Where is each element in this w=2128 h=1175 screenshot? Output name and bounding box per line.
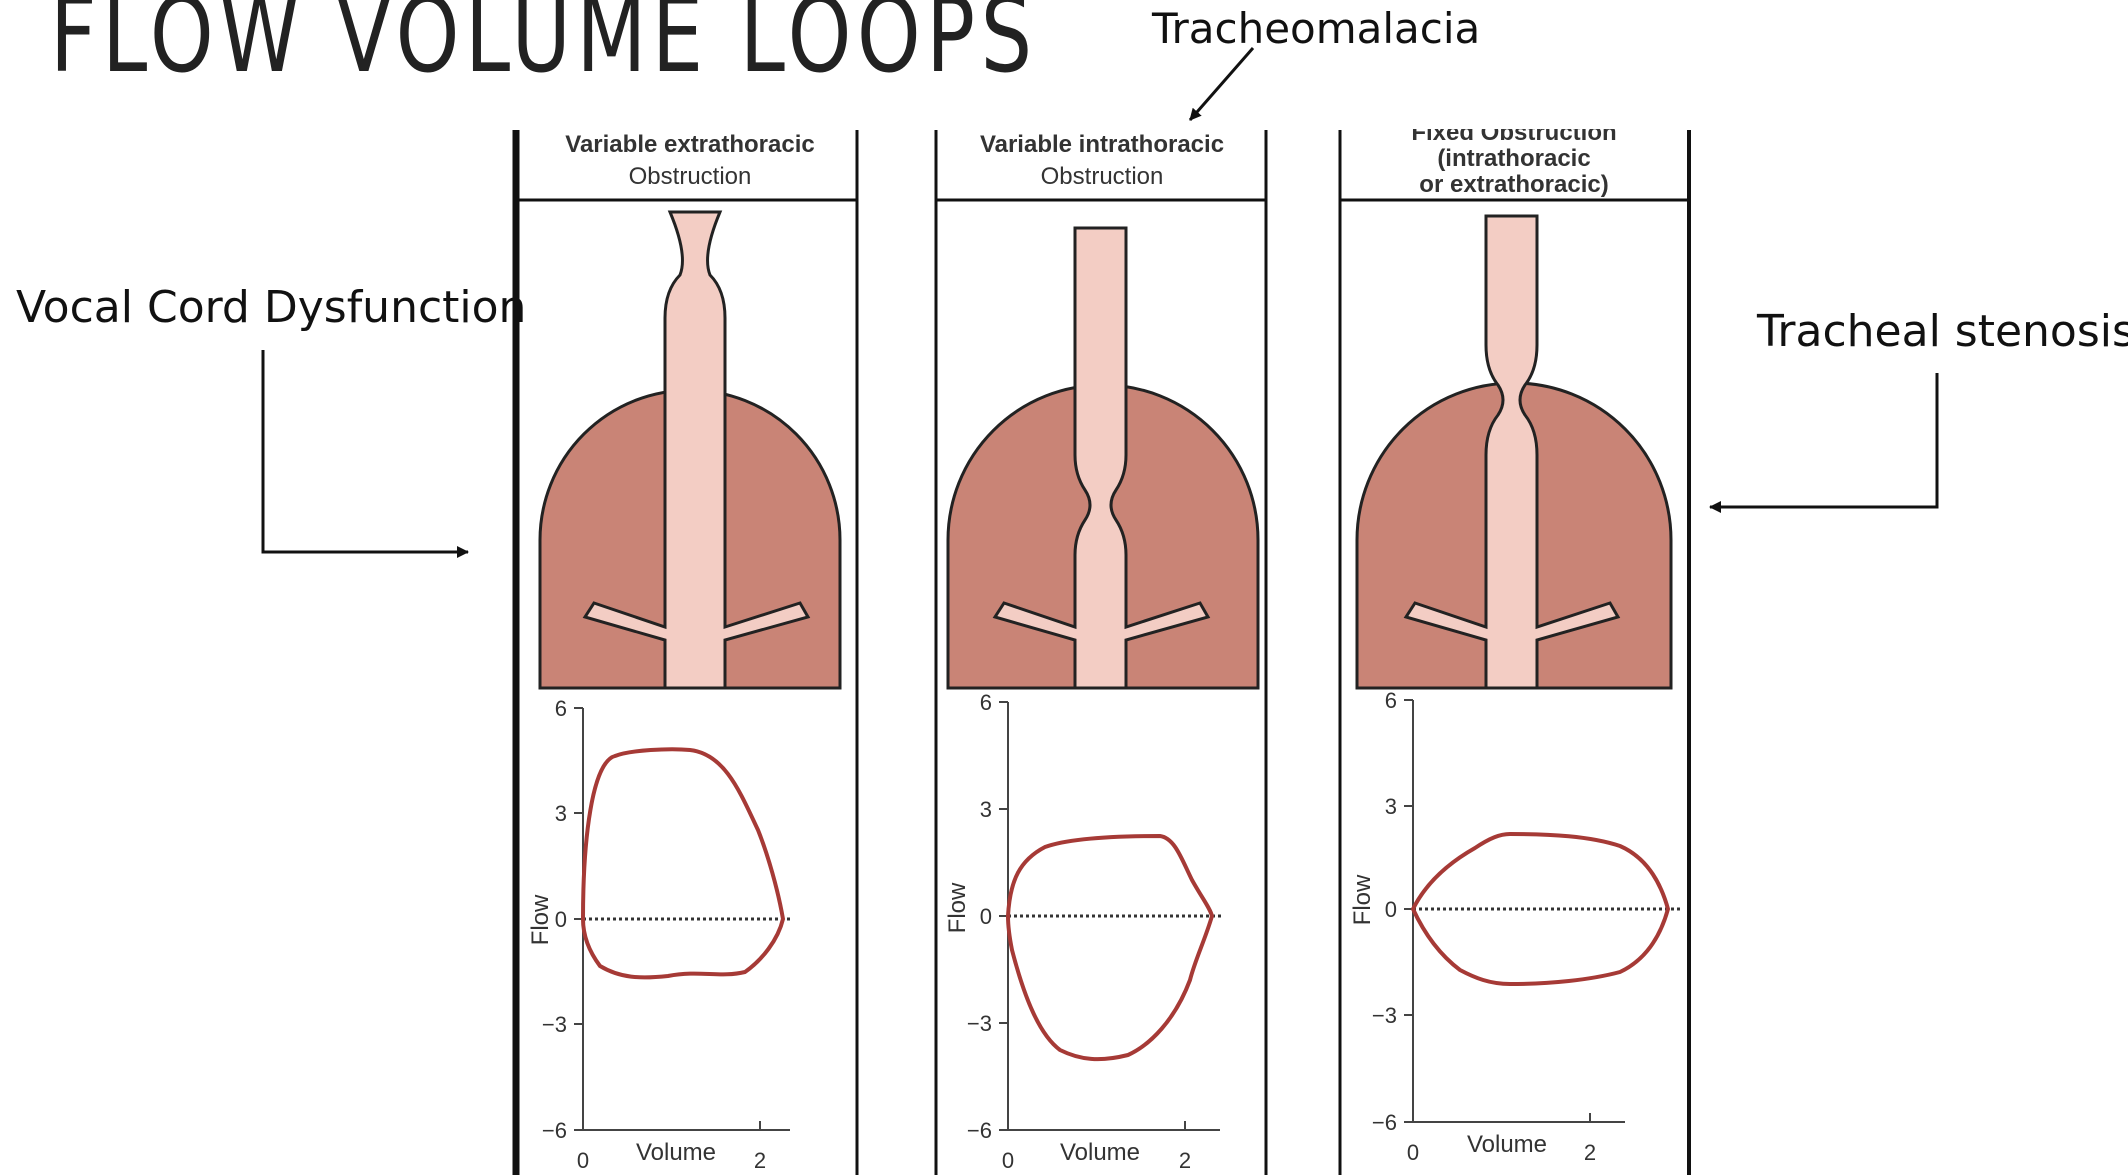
stenosis-arrow bbox=[1710, 373, 1937, 507]
panel1-header-line1: Variable extrathoracic bbox=[565, 131, 814, 158]
panel2-header-line1: Variable intrathoracic bbox=[980, 131, 1224, 158]
panel3-ytick-6: 6 bbox=[1385, 688, 1397, 713]
panel3-header-line3: or extrathoracic) bbox=[1419, 171, 1608, 198]
panel2-volume-label: Volume bbox=[1060, 1139, 1140, 1166]
panel3-header-crop bbox=[1344, 115, 1684, 129]
panel3-ytick-minus6: −6 bbox=[1372, 1110, 1397, 1135]
panel1-ytick-0: 0 bbox=[555, 907, 567, 932]
panel2-chart: 6 3 0 −3 −6 0 2 Volume Flow bbox=[944, 690, 1222, 1173]
panel2-xtick-0: 0 bbox=[1002, 1148, 1014, 1173]
panel2-ytick-minus6: −6 bbox=[967, 1118, 992, 1143]
panel3-volume-label: Volume bbox=[1467, 1131, 1547, 1158]
panel-variable-extrathoracic: Variable extrathoracic Obstruction 6 3 0… bbox=[512, 130, 857, 1175]
tracheomalacia-arrow bbox=[1190, 48, 1253, 120]
panel1-ytick-6: 6 bbox=[555, 696, 567, 721]
panel1-lung bbox=[540, 212, 840, 688]
panel2-ytick-0: 0 bbox=[980, 904, 992, 929]
panel3-header-line2: (intrathoracic bbox=[1437, 145, 1590, 172]
panel1-chart: 6 3 0 −3 −6 0 2 Volume Flow bbox=[527, 696, 792, 1173]
panel3-ytick-0: 0 bbox=[1385, 897, 1397, 922]
panel2-ytick-3: 3 bbox=[980, 797, 992, 822]
panel1-ytick-minus6: −6 bbox=[542, 1118, 567, 1143]
panel1-header-line2: Obstruction bbox=[629, 163, 752, 190]
panel2-ytick-minus3: −3 bbox=[967, 1011, 992, 1036]
panel1-flow-label: Flow bbox=[527, 894, 554, 945]
panel3-chart: 6 3 0 −3 −6 0 2 Volume Flow bbox=[1349, 688, 1680, 1165]
panel-variable-intrathoracic: Variable intrathoracic Obstruction 6 3 0… bbox=[936, 130, 1266, 1175]
panel3-lung bbox=[1357, 216, 1671, 688]
vocal-cord-arrow bbox=[263, 350, 468, 552]
panel3-xtick-2: 2 bbox=[1584, 1140, 1596, 1165]
panel1-flow-volume-loop bbox=[583, 749, 783, 977]
panel3-flow-label: Flow bbox=[1349, 874, 1376, 925]
panel3-ytick-minus3: −3 bbox=[1372, 1003, 1397, 1028]
panel2-flow-volume-loop bbox=[1008, 836, 1212, 1059]
panel2-xtick-2: 2 bbox=[1179, 1148, 1191, 1173]
panel1-ytick-minus3: −3 bbox=[542, 1012, 567, 1037]
panel1-xtick-2: 2 bbox=[754, 1148, 766, 1173]
panel-fixed-obstruction: Fixed Obstruction (intrathoracic or extr… bbox=[1340, 119, 1689, 1175]
panel3-ytick-3: 3 bbox=[1385, 794, 1397, 819]
panel1-ytick-3: 3 bbox=[555, 801, 567, 826]
panel2-ytick-6: 6 bbox=[980, 690, 992, 715]
panel2-lung bbox=[948, 228, 1258, 688]
panel2-header-line2: Obstruction bbox=[1041, 163, 1164, 190]
panel2-flow-label: Flow bbox=[944, 882, 971, 933]
panel1-volume-label: Volume bbox=[636, 1139, 716, 1166]
panel1-xtick-0: 0 bbox=[577, 1148, 589, 1173]
panel3-xtick-0: 0 bbox=[1407, 1140, 1419, 1165]
